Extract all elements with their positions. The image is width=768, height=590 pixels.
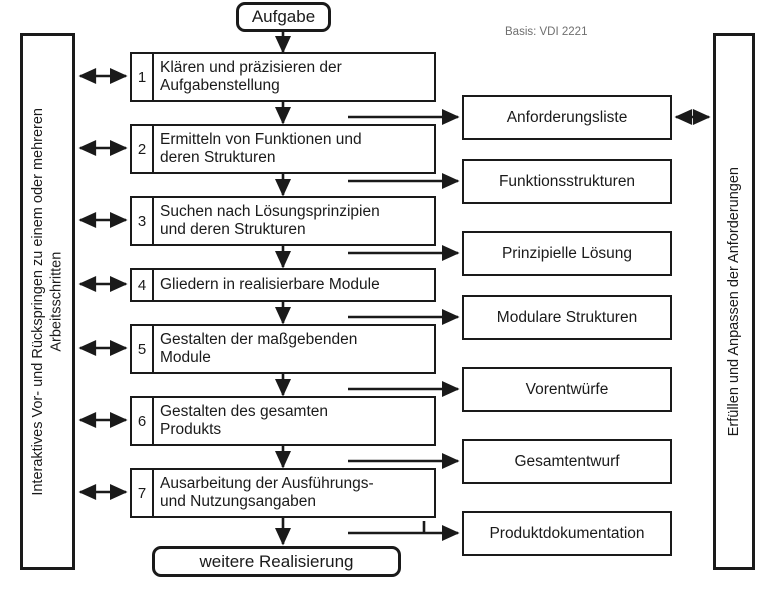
step-box-6: 6 Gestalten des gesamten Produkts bbox=[130, 396, 436, 446]
start-node: Aufgabe bbox=[236, 2, 331, 32]
right-requirements-bar-label: Erfüllen und Anpassen der Anforderungen bbox=[725, 166, 742, 437]
left-feedback-bar: Interaktives Vor- und Rückspringen zu ei… bbox=[20, 33, 75, 570]
result-box-3: Prinzipielle Lösung bbox=[462, 231, 672, 276]
step-number-5: 5 bbox=[132, 326, 154, 372]
step-number-1: 1 bbox=[132, 54, 154, 100]
end-node: weitere Realisierung bbox=[152, 546, 401, 577]
result-label-3: Prinzipielle Lösung bbox=[501, 244, 633, 262]
step-label-5: Gestalten der maßgebenden Module bbox=[160, 330, 358, 366]
step-box-7: 7 Ausarbeitung der Ausführungs- und Nutz… bbox=[130, 468, 436, 518]
result-box-1: Anforderungsliste bbox=[462, 95, 672, 140]
left-feedback-bar-label: Interaktives Vor- und Rückspringen zu ei… bbox=[29, 107, 65, 496]
step-box-2: 2 Ermitteln von Funktionen und deren Str… bbox=[130, 124, 436, 174]
step-number-6: 6 bbox=[132, 398, 154, 444]
step-label-7: Ausarbeitung der Ausführungs- und Nutzun… bbox=[160, 474, 374, 510]
step-label-3: Suchen nach Lösungsprinzipien und deren … bbox=[160, 202, 380, 238]
result-label-4: Modulare Strukturen bbox=[496, 308, 638, 326]
result-box-2: Funktionsstrukturen bbox=[462, 159, 672, 204]
step-number-4: 4 bbox=[132, 270, 154, 300]
right-requirements-bar: Erfüllen und Anpassen der Anforderungen bbox=[713, 33, 755, 570]
end-node-label: weitere Realisierung bbox=[199, 551, 354, 571]
step-box-3: 3 Suchen nach Lösungsprinzipien und dere… bbox=[130, 196, 436, 246]
result-box-4: Modulare Strukturen bbox=[462, 295, 672, 340]
step-number-2: 2 bbox=[132, 126, 154, 172]
step-number-7: 7 bbox=[132, 470, 154, 516]
basis-note: Basis: VDI 2221 bbox=[505, 26, 588, 38]
step-number-3: 3 bbox=[132, 198, 154, 244]
step-label-6: Gestalten des gesamten Produkts bbox=[160, 402, 329, 438]
result-label-2: Funktionsstrukturen bbox=[498, 172, 636, 190]
step-box-5: 5 Gestalten der maßgebenden Module bbox=[130, 324, 436, 374]
result-label-1: Anforderungsliste bbox=[506, 108, 628, 126]
result-box-7: Produktdokumentation bbox=[462, 511, 672, 556]
step-box-1: 1 Klären und präzisieren der Aufgabenste… bbox=[130, 52, 436, 102]
step-label-4: Gliedern in realisierbare Module bbox=[160, 276, 380, 294]
step-box-4: 4 Gliedern in realisierbare Module bbox=[130, 268, 436, 302]
result-box-5: Vorentwürfe bbox=[462, 367, 672, 412]
result-box-6: Gesamtentwurf bbox=[462, 439, 672, 484]
result-label-7: Produktdokumentation bbox=[489, 524, 645, 542]
result-label-6: Gesamtentwurf bbox=[514, 452, 620, 470]
result-label-5: Vorentwürfe bbox=[525, 380, 609, 398]
step-label-1: Klären und präzisieren der Aufgabenstell… bbox=[160, 58, 342, 94]
step-label-2: Ermitteln von Funktionen und deren Struk… bbox=[160, 130, 362, 166]
start-node-label: Aufgabe bbox=[251, 7, 316, 26]
